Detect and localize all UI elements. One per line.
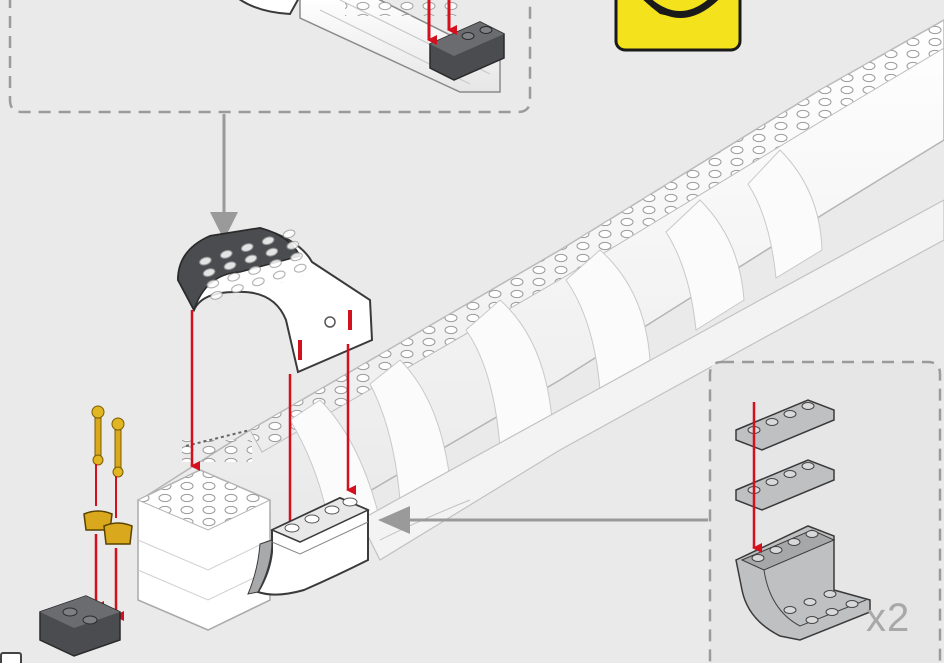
arch-curved-brick [178, 224, 372, 372]
gold-lamp-post-left [84, 406, 112, 530]
character-badge-icon [616, 0, 740, 50]
gold-lamp-post-right [104, 418, 132, 544]
quantity-label: x2 [866, 596, 910, 641]
dark-gray-brick [40, 596, 120, 656]
page-edge-tab [0, 652, 22, 663]
flow-arrow-icon [210, 114, 238, 240]
substep-callout-top [10, 0, 530, 112]
